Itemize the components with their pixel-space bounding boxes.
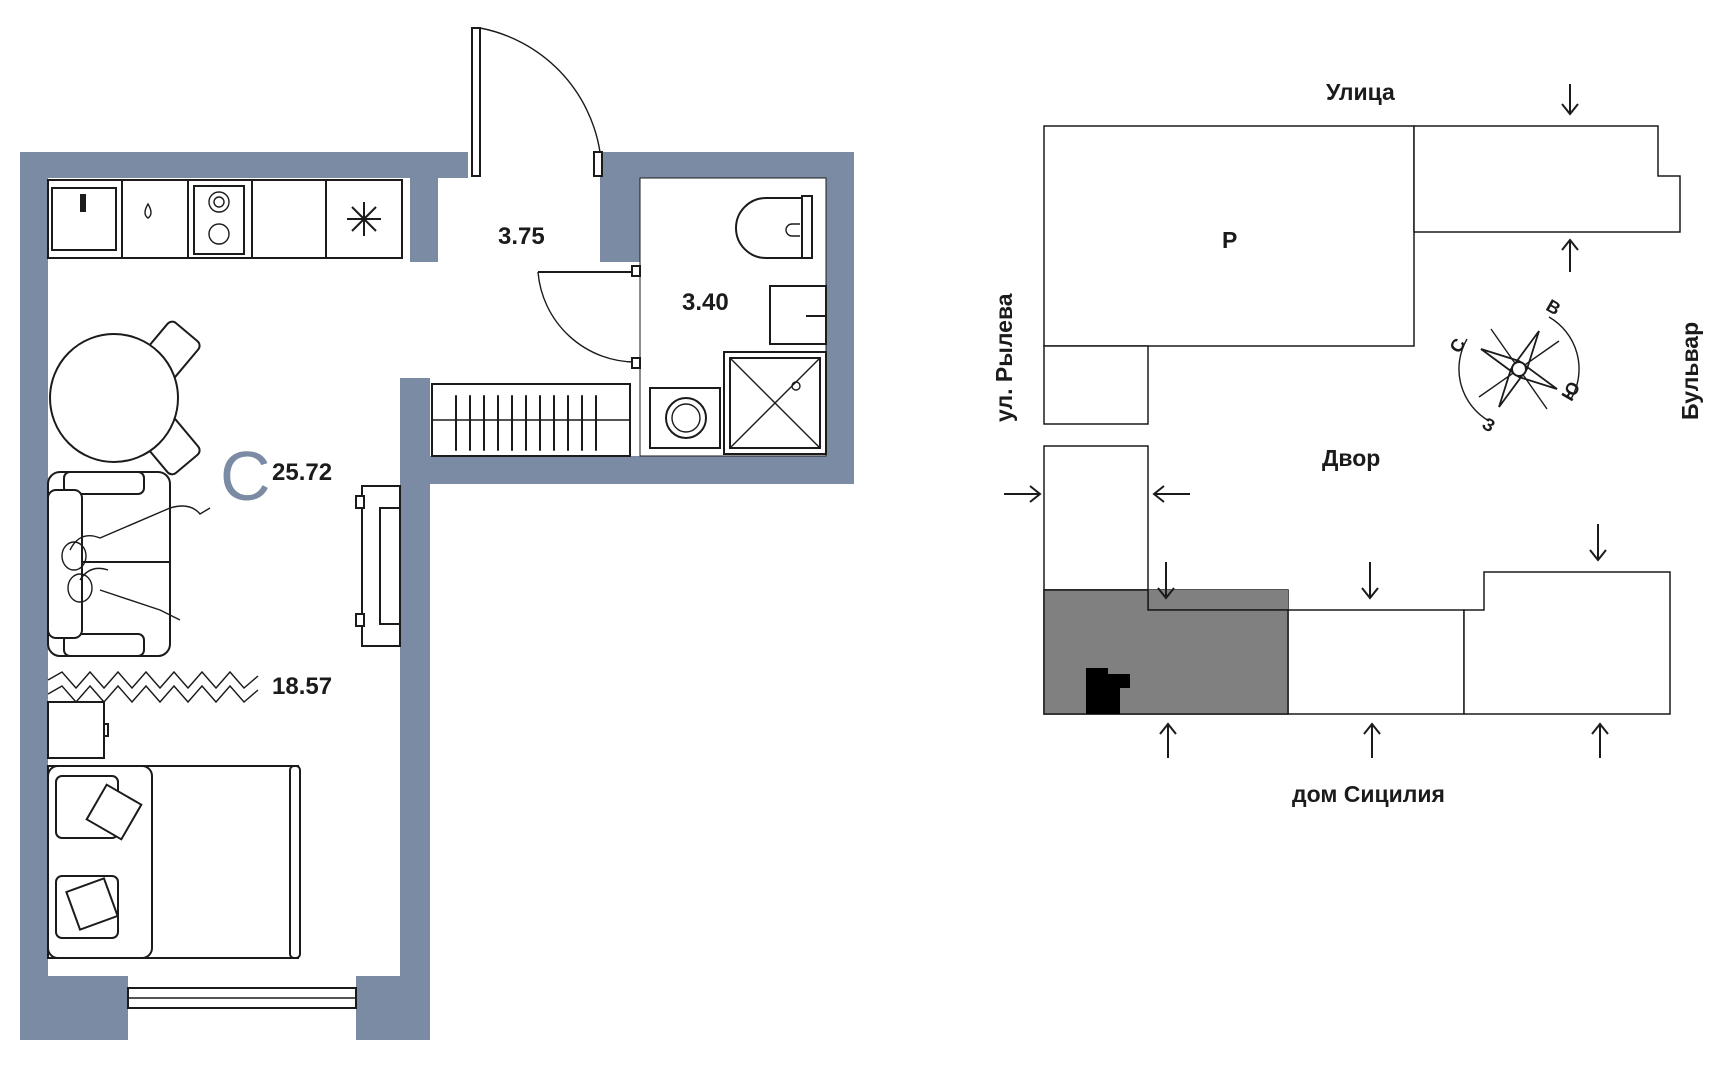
stove-icon [193, 185, 245, 255]
street-east-label: Бульвар [1677, 322, 1703, 420]
parking-building [1043, 125, 1415, 347]
bed [47, 765, 301, 959]
parking-label: Р [1222, 227, 1237, 253]
building-north-east [1413, 125, 1681, 233]
washing-machine [649, 387, 721, 449]
building-south-east [1463, 571, 1671, 715]
compass-north: С [1446, 335, 1470, 356]
toilet [735, 195, 813, 259]
bath-area-label: 3.40 [682, 289, 729, 316]
building-south-middle [1287, 609, 1465, 715]
street-south-label: дом Сицилия [1292, 781, 1445, 807]
apartment-plan: С 25.72 18.57 3.75 3.40 [20, 27, 854, 1040]
apartment-marker [1086, 668, 1130, 714]
nightstand [47, 701, 109, 759]
wash-basin [769, 285, 827, 345]
entrance-door [471, 27, 603, 177]
walls [20, 152, 854, 1040]
tv-stand [355, 485, 401, 647]
living-area-label: 18.57 [272, 673, 332, 700]
building-north-west-small [1043, 345, 1149, 425]
kitchen-counter [47, 179, 403, 259]
sofa [47, 471, 211, 657]
total-area-label: 25.72 [272, 459, 332, 486]
dining-table [49, 320, 201, 476]
compass-south: Ю [1558, 378, 1585, 404]
radiator [47, 670, 259, 704]
wardrobe [431, 383, 631, 457]
water-drop-icon [144, 202, 152, 219]
compass-icon: С В Ю З [1446, 295, 1585, 436]
shower [723, 351, 827, 455]
yard-label: Двор [1322, 445, 1380, 471]
site-plan: С В Ю З Улица Р Двор дом Сицилия ул. Рыл… [991, 79, 1703, 807]
window [127, 987, 357, 1009]
building-west [1043, 445, 1149, 591]
hall-area-label: 3.75 [498, 223, 545, 250]
entrance-arrows [1004, 84, 1609, 758]
street-north-label: Улица [1326, 79, 1395, 105]
apartment-type-letter: С [220, 437, 271, 515]
street-west-label: ул. Рылева [991, 293, 1017, 422]
snowflake-icon [347, 202, 381, 236]
person-figure [69, 505, 211, 621]
bathroom-door [537, 265, 641, 369]
buildings [1043, 125, 1681, 715]
compass-east: В [1543, 295, 1564, 319]
